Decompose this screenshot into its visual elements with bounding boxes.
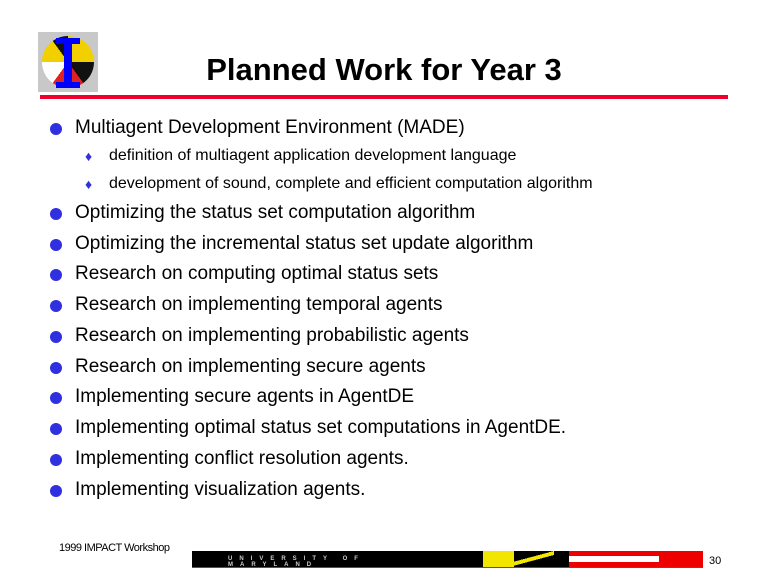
bullet-text: Research on implementing temporal agents <box>75 294 443 315</box>
flag-red-block <box>659 551 703 567</box>
diamond-icon: ♦ <box>85 176 93 192</box>
bullet-text: Optimizing the incremental status set up… <box>75 233 534 254</box>
bullet-text: Research on implementing secure agents <box>75 356 426 377</box>
bullet-item: Multiagent Development Environment (MADE… <box>50 117 465 139</box>
bullet-dot-icon <box>50 423 62 435</box>
sub-bullet-text: development of sound, complete and effic… <box>109 175 593 192</box>
sub-bullet-item: ♦ development of sound, complete and effi… <box>85 175 593 193</box>
bullet-dot-icon <box>50 269 62 281</box>
bullet-text: Implementing conflict resolution agents. <box>75 448 409 469</box>
bullet-dot-icon <box>50 239 62 251</box>
bullet-item: Implementing optimal status set computat… <box>50 417 567 439</box>
bullet-item: Research on implementing probabilistic a… <box>50 325 469 347</box>
bullet-item: Implementing conflict resolution agents. <box>50 448 409 470</box>
bullet-dot-icon <box>50 362 62 374</box>
bullet-dot-icon <box>50 208 62 220</box>
university-banner: UNIVERSITY OF MARYLAND <box>192 551 703 568</box>
bullet-dot-icon <box>50 392 62 404</box>
footer-workshop: 1999 IMPACT Workshop <box>59 542 170 554</box>
impact-logo <box>38 32 98 92</box>
bullet-item: Optimizing the incremental status set up… <box>50 233 534 255</box>
bullet-dot-icon <box>50 123 62 135</box>
bullet-dot-icon <box>50 485 62 497</box>
sub-bullet-text: definition of multiagent application dev… <box>109 147 517 164</box>
bullet-text: Research on implementing probabilistic a… <box>75 325 469 346</box>
bullet-dot-icon <box>50 300 62 312</box>
bullet-dot-icon <box>50 454 62 466</box>
bullet-item: Research on implementing temporal agents <box>50 294 443 316</box>
university-name: UNIVERSITY OF MARYLAND <box>228 556 365 568</box>
bullet-text: Multiagent Development Environment (MADE… <box>75 117 465 138</box>
title-divider <box>40 95 728 99</box>
bullet-item: Implementing secure agents in AgentDE <box>50 386 415 408</box>
bullet-text: Implementing visualization agents. <box>75 479 366 500</box>
diamond-icon: ♦ <box>85 148 93 164</box>
bullet-text: Research on computing optimal status set… <box>75 263 439 284</box>
bullet-item: Implementing visualization agents. <box>50 479 366 501</box>
bullet-text: Optimizing the status set computation al… <box>75 202 476 223</box>
page-number: 30 <box>709 555 722 567</box>
flag-stripe-block <box>514 551 554 567</box>
flag-red-cross-block <box>569 551 659 567</box>
bullet-dot-icon <box>50 331 62 343</box>
bullet-item: Research on implementing secure agents <box>50 356 426 378</box>
sub-bullet-item: ♦ definition of multiagent application de… <box>85 147 517 165</box>
slide-title: Planned Work for Year 3 <box>206 52 562 87</box>
bullet-text: Implementing secure agents in AgentDE <box>75 386 415 407</box>
letter-i-icon <box>56 38 80 88</box>
flag-yellow-block <box>483 551 514 567</box>
bullet-text: Implementing optimal status set computat… <box>75 417 567 438</box>
bullet-item: Research on computing optimal status set… <box>50 263 439 285</box>
bullet-item: Optimizing the status set computation al… <box>50 202 476 224</box>
